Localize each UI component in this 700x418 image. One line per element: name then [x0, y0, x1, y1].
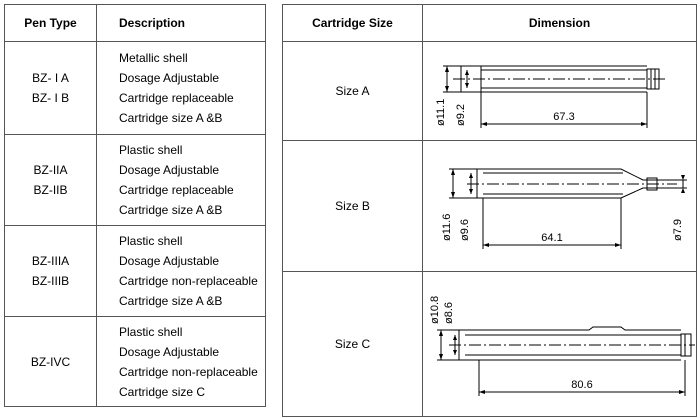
- description-line: Plastic shell: [119, 324, 183, 339]
- arrow-head: [681, 188, 685, 193]
- arrow-head: [479, 390, 485, 394]
- size-label-cell: Size C: [282, 271, 423, 417]
- description-line: Dosage Adjustable: [119, 254, 220, 268]
- cartridge-c-drawing: ø10.8 ø8.6 80.6: [429, 296, 695, 396]
- outer-diameter-label: ø11.6: [441, 214, 453, 241]
- arrow-head: [465, 83, 469, 88]
- dimension-cell: ø10.8 ø8.6 80.6: [422, 271, 697, 417]
- description-cell: Plastic shell Dosage Adjustable Cartridg…: [96, 225, 266, 317]
- description-cell: Plastic shell Dosage Adjustable Cartridg…: [96, 134, 266, 226]
- pen-type-label: BZ-IIA: [33, 163, 68, 177]
- table-row: Size A: [282, 41, 697, 141]
- description-cell: Metallic shell Dosage Adjustable Cartrid…: [96, 41, 266, 135]
- pen-type-label: BZ- I B: [31, 91, 70, 105]
- description-line: Cartridge non-replaceable: [119, 274, 258, 288]
- pen-type-label: BZ- I A: [32, 71, 69, 85]
- description-line: Cartridge replaceable: [119, 183, 234, 197]
- length-label: 64.1: [541, 232, 562, 244]
- arrow-head: [445, 66, 449, 72]
- arrow-head: [453, 350, 457, 355]
- description-cell: Plastic shell Dosage Adjustable Cartridg…: [96, 316, 266, 407]
- size-label-cell: Size B: [282, 140, 423, 272]
- outer-diameter-label: ø10.8: [429, 296, 441, 324]
- arrow-head: [453, 335, 457, 340]
- description-line: Cartridge size A &B: [119, 203, 223, 217]
- description-line: Cartridge non-replaceable: [119, 364, 258, 379]
- cartridge-size-table: Cartridge Size Dimension Size A: [282, 4, 697, 417]
- inner-diameter-label: ø9.2: [455, 104, 467, 126]
- body-outline-top: [477, 168, 671, 181]
- length-label: 67.3: [553, 111, 574, 123]
- pen-type-label: BZ-IIIB: [31, 274, 70, 288]
- dimension-header: Dimension: [422, 4, 697, 42]
- arrow-head: [439, 330, 443, 336]
- cartridge-header-row: Cartridge Size Dimension: [282, 4, 697, 42]
- pen-type-label: BZ-IVC: [30, 354, 71, 369]
- description-line: Dosage Adjustable: [119, 344, 220, 359]
- description-line: Plastic shell: [119, 143, 183, 157]
- cartridge-a-drawing: ø11.1 ø9.2 67.3: [435, 65, 667, 128]
- size-label-cell: Size A: [282, 41, 423, 141]
- arrow-head: [483, 243, 489, 247]
- table-row: Size B: [282, 140, 697, 272]
- description-line: Metallic shell: [119, 51, 188, 65]
- tip-diameter-label: ø7.9: [672, 219, 684, 241]
- arrow-head: [451, 169, 455, 175]
- pen-type-label: BZ-IIIA: [31, 254, 70, 268]
- description-line: Dosage Adjustable: [119, 163, 220, 177]
- description-line: Dosage Adjustable: [119, 71, 220, 85]
- pen-type-header: Pen Type: [4, 4, 97, 42]
- arrow-head: [465, 70, 469, 75]
- inner-diameter-label: ø8.6: [443, 302, 455, 324]
- table-row: BZ- I A BZ- I B Metallic shell Dosage Ad…: [4, 41, 266, 135]
- inner-diameter-label: ø9.6: [459, 219, 471, 241]
- table-row: BZ-IVC Plastic shell Dosage Adjustable C…: [4, 316, 266, 407]
- cartridge-size-header: Cartridge Size: [282, 4, 423, 42]
- arrow-head: [439, 354, 443, 360]
- pen-type-cell: BZ-IIA BZ-IIB: [4, 134, 97, 226]
- arrow-head: [681, 175, 685, 180]
- description-line: Cartridge size A &B: [119, 111, 223, 125]
- arrow-head: [469, 189, 473, 194]
- arrow-head: [641, 122, 647, 126]
- body-outline-top: [459, 326, 681, 331]
- pen-type-label: BZ-IIB: [33, 183, 68, 197]
- arrow-head: [481, 122, 487, 126]
- arrow-head: [445, 86, 449, 92]
- pen-type-cell: BZ-IIIA BZ-IIIB: [4, 225, 97, 317]
- dimension-cell: ø11.1 ø9.2 67.3: [422, 41, 697, 141]
- table-row: BZ-IIA BZ-IIB Plastic shell Dosage Adjus…: [4, 134, 266, 226]
- table-row: Size C: [282, 271, 697, 417]
- pen-type-table: Pen Type Description BZ- I A BZ- I B Met…: [4, 4, 266, 407]
- arrow-head: [451, 192, 455, 198]
- description-line: Cartridge replaceable: [119, 91, 234, 105]
- description-line: Cartridge size A &B: [119, 294, 223, 308]
- pen-type-header-row: Pen Type Description: [4, 4, 266, 42]
- table-row: BZ-IIIA BZ-IIIB Plastic shell Dosage Adj…: [4, 225, 266, 317]
- dimension-cell: ø11.6 ø9.6 64.1 ø7.9: [422, 140, 697, 272]
- cartridge-b-drawing: ø11.6 ø9.6 64.1 ø7.9: [441, 168, 687, 249]
- description-header: Description: [96, 4, 266, 42]
- pen-type-cell: BZ- I A BZ- I B: [4, 41, 97, 135]
- arrow-head: [615, 243, 621, 247]
- outer-diameter-label: ø11.1: [435, 99, 447, 126]
- description-line: Cartridge size C: [119, 384, 206, 399]
- arrow-head: [469, 173, 473, 178]
- length-label: 80.6: [571, 379, 592, 391]
- arrow-head: [679, 390, 685, 394]
- description-line: Plastic shell: [119, 234, 183, 248]
- body-outline-bottom: [477, 187, 671, 199]
- pen-type-cell: BZ-IVC: [4, 316, 97, 407]
